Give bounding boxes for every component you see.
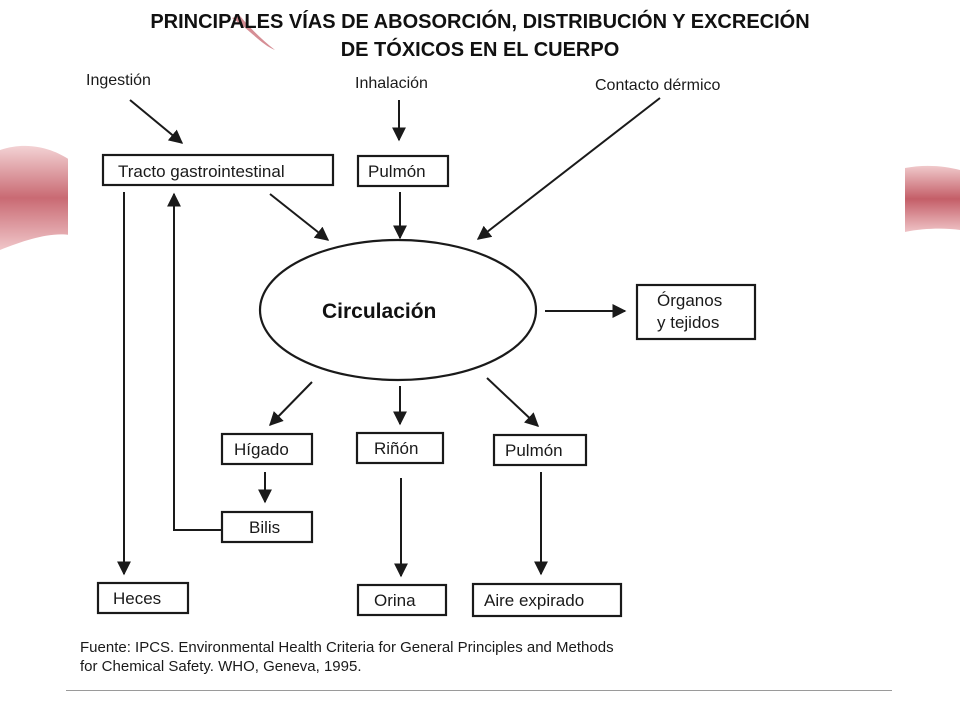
arrow-circulation-to-lung-out (486, 377, 540, 427)
node-gi-tract (101, 153, 335, 187)
source-line1: Fuente: IPCS. Environmental Health Crite… (80, 639, 614, 656)
ribbon-top-swoosh (232, 16, 275, 50)
page-title: PRINCIPALES VÍAS DE ABOSORCIÓN, DISTRIBU… (40, 8, 920, 64)
page-title-line1: PRINCIPALES VÍAS DE ABOSORCIÓN, DISTRIBU… (150, 11, 810, 33)
node-organs-tissues (635, 283, 757, 341)
arrow-bile-to-gi (167, 192, 222, 531)
node-urine (356, 583, 448, 617)
node-urine-label: Orina (374, 591, 416, 610)
node-liver-label: Hígado (234, 440, 289, 459)
ribbon-right (905, 165, 960, 232)
node-organs-line1: Órganos (657, 291, 722, 310)
node-kidney (355, 431, 445, 465)
route-inhalation: Inhalación (355, 75, 428, 92)
page-title-line2: DE TÓXICOS EN EL CUERPO (340, 39, 620, 61)
node-circulation (258, 238, 538, 382)
arrow-dermal-to-circulation (476, 97, 661, 240)
node-bile (220, 510, 314, 544)
source-citation: Fuente: IPCS. Environmental Health Crite… (80, 638, 780, 676)
node-lung-exhalation (492, 433, 588, 467)
node-liver (220, 432, 314, 466)
source-line2: for Chemical Safety. WHO, Geneva, 1995. (80, 658, 362, 675)
node-feces (96, 581, 190, 615)
node-circulation-label: Circulación (322, 300, 436, 323)
arrow-ingestion-to-gi (129, 99, 184, 144)
ribbon-left (0, 145, 70, 250)
node-bile-label: Bilis (249, 518, 280, 537)
node-lung-inhalation (356, 154, 450, 188)
node-feces-label: Heces (113, 589, 161, 608)
arrow-circulation-to-liver (269, 381, 313, 427)
node-organs-line2: y tejidos (657, 313, 719, 332)
bottom-divider (66, 690, 892, 691)
arrow-gi-to-circulation (269, 193, 330, 241)
node-expired-air-label: Aire expirado (484, 591, 584, 610)
node-lung-inhalation-label: Pulmón (368, 162, 426, 181)
node-kidney-label: Riñón (374, 439, 418, 458)
node-expired-air (471, 582, 623, 618)
route-ingestion: Ingestión (86, 72, 151, 89)
route-dermal-contact: Contacto dérmico (595, 77, 720, 94)
node-gi-tract-label: Tracto gastrointestinal (118, 162, 285, 181)
node-lung-exhalation-label: Pulmón (505, 441, 563, 460)
